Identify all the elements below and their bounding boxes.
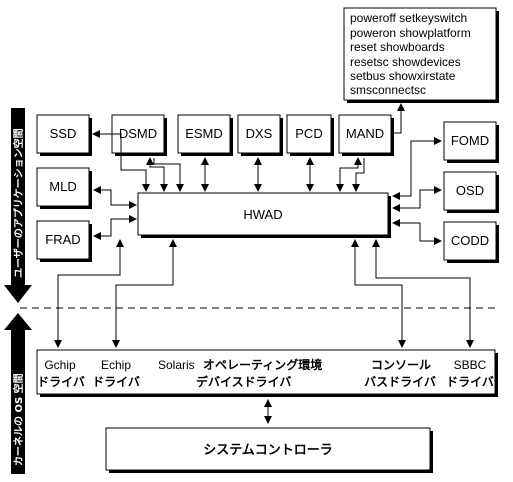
module-dxs: DXS (237, 114, 283, 156)
command-line-1: poweroff setkeyswitch (350, 11, 467, 25)
sbbc-driver-label: ドライバ (446, 375, 494, 389)
solaris-driver-name: Solaris (158, 358, 195, 372)
mand-hwad-connector (336, 157, 362, 192)
module-osd-label: OSD (456, 183, 484, 198)
solaris-driver-label-2: デバイスドライバ (196, 374, 291, 389)
system-controller-label: システムコントローラ (203, 443, 333, 458)
module-fomd-label: FOMD (451, 133, 489, 148)
module-dxs-label: DXS (246, 126, 273, 141)
module-codd-label: CODD (451, 233, 489, 248)
module-frad: FRAD (36, 220, 92, 262)
module-fomd: FOMD (443, 121, 499, 163)
echip-driver-name: Echip (101, 358, 131, 372)
mand-hwad-connector-2 (352, 158, 365, 192)
module-dsmd-label: DSMD (119, 126, 157, 141)
command-line-2: poweron showplatform (350, 26, 471, 40)
user-space-arrowhead (4, 285, 32, 303)
module-frad-label: FRAD (45, 232, 80, 247)
console-driver-label-1: コンソール (371, 358, 431, 372)
module-pcd: PCD (286, 114, 334, 156)
kernel-space-band (11, 329, 25, 474)
module-esmd: ESMD (177, 114, 233, 156)
frad-hwad-connector (93, 215, 137, 240)
command-line-6: smsconnectsc (350, 83, 426, 97)
module-mld: MLD (36, 167, 92, 209)
module-mand: MAND (338, 114, 394, 156)
driver-bar: Gchip ドライバ Echip ドライバ Solaris オペレーティング環境… (36, 349, 498, 397)
system-controller-box: システムコントローラ (105, 427, 433, 473)
fomd-hwad-connector (392, 137, 442, 200)
sbbc-driver-name: SBBC (454, 358, 487, 372)
module-osd: OSD (443, 171, 499, 213)
module-mld-label: MLD (49, 179, 76, 194)
hwad-sbbc-connector (372, 239, 474, 348)
user-space-label: ユーザーのアプリケーション空間 (12, 128, 25, 278)
command-line-3: reset showboards (350, 40, 445, 54)
module-esmd-label: ESMD (185, 126, 223, 141)
kernel-space-connectors (54, 239, 474, 424)
command-list-box: poweroff setkeyswitch poweron showplatfo… (343, 7, 499, 103)
module-ssd: SSD (36, 114, 92, 156)
kernel-space-arrowhead (4, 313, 32, 330)
module-ssd-label: SSD (50, 126, 77, 141)
hwad-echip-connector (112, 239, 177, 348)
module-codd: CODD (443, 221, 499, 263)
user-space-band (11, 108, 25, 286)
user-space-connectors (92, 103, 442, 245)
module-hwad-label: HWAD (243, 207, 282, 222)
osd-hwad-connector (392, 186, 442, 212)
gchip-driver-name: Gchip (44, 358, 76, 372)
module-hwad: HWAD (137, 192, 391, 238)
console-driver-label-2: バスドライバ (364, 375, 436, 389)
dsmd-hwad-connector-2 (153, 158, 184, 192)
module-dsmd: DSMD (111, 114, 167, 156)
hwad-console-connector (351, 239, 406, 348)
codd-hwad-connector (392, 219, 442, 245)
dsmd-hwad-connector (146, 157, 168, 192)
echip-driver-label: ドライバ (92, 375, 140, 389)
module-pcd-label: PCD (295, 126, 322, 141)
solaris-driver-label-1: オペレーティング環境 (203, 357, 322, 372)
command-line-4: resetsc showdevices (350, 55, 461, 69)
module-mand-label: MAND (346, 126, 384, 141)
mand-commands-connector (393, 103, 405, 134)
space-sidebar: ユーザーのアプリケーション空間 カーネルの OS 空間 (4, 108, 32, 474)
gchip-driver-label: ドライバ (37, 375, 85, 389)
command-line-5: setbus showxirstate (350, 69, 456, 83)
mld-hwad-connector (93, 186, 137, 209)
kernel-space-label: カーネルの OS 空間 (12, 373, 25, 466)
